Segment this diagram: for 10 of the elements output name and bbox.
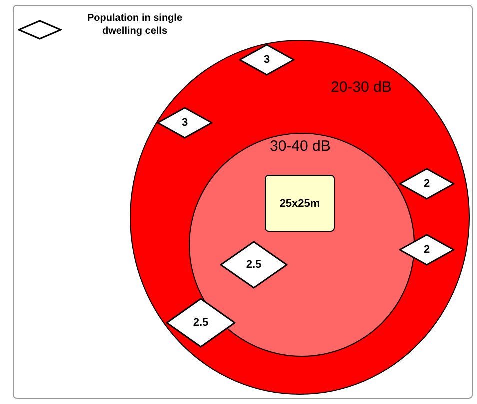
population-diamond: 2 [399,168,455,200]
zone-label: 20-30 dB [331,79,392,96]
legend-text: Population in single dwelling cells [86,12,184,38]
population-diamond: 2 [399,234,455,266]
population-diamond: 2.5 [220,241,288,289]
population-diamond: 2.5 [166,298,236,348]
population-diamond: 3 [239,44,295,76]
population-diamond: 3 [157,107,213,139]
zone-label: 30-40 dB [270,138,331,155]
grid-cell-square: 25x25m [265,175,335,232]
